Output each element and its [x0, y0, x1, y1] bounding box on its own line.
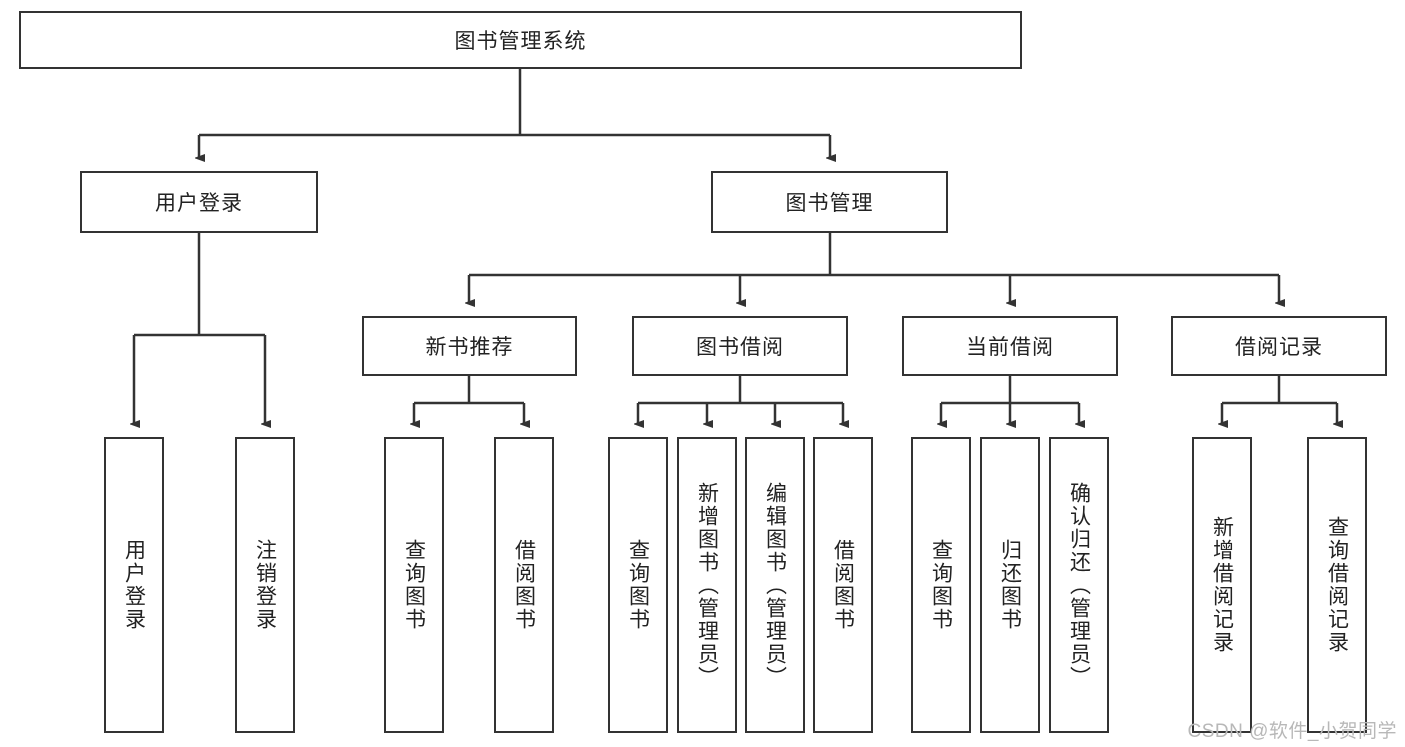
node-leaf-query-book-3[interactable]: 查询图书 [911, 437, 971, 733]
node-user-login-label: 用户登录 [155, 192, 243, 215]
node-leaf-query-book-1-label: 查询图书 [402, 539, 426, 631]
node-leaf-query-book-1[interactable]: 查询图书 [384, 437, 444, 733]
node-leaf-add-book[interactable]: 新增图书（管理员） [677, 437, 737, 733]
node-leaf-user-login-label: 用户登录 [122, 539, 146, 631]
node-leaf-edit-book[interactable]: 编辑图书（管理员） [745, 437, 805, 733]
node-root-label: 图书管理系统 [454, 30, 587, 53]
node-leaf-user-login[interactable]: 用户登录 [104, 437, 164, 733]
node-leaf-logout-login-label: 注销登录 [253, 539, 277, 631]
node-book-borrow[interactable]: 图书借阅 [632, 316, 848, 376]
node-current-borrow[interactable]: 当前借阅 [902, 316, 1118, 376]
node-leaf-return-book[interactable]: 归还图书 [980, 437, 1040, 733]
node-borrow-record[interactable]: 借阅记录 [1171, 316, 1387, 376]
node-leaf-add-record[interactable]: 新增借阅记录 [1192, 437, 1252, 733]
node-current-borrow-label: 当前借阅 [966, 336, 1054, 359]
node-leaf-add-book-label: 新增图书（管理员） [695, 481, 719, 689]
node-book-manage[interactable]: 图书管理 [711, 171, 948, 233]
node-leaf-borrow-book-2[interactable]: 借阅图书 [813, 437, 873, 733]
node-leaf-query-book-2-label: 查询图书 [626, 539, 650, 631]
watermark-text: CSDN @软件_小贺同学 [1187, 721, 1397, 742]
node-leaf-query-record-label: 查询借阅记录 [1325, 516, 1349, 654]
node-leaf-confirm-return[interactable]: 确认归还（管理员） [1049, 437, 1109, 733]
node-leaf-query-book-2[interactable]: 查询图书 [608, 437, 668, 733]
node-borrow-record-label: 借阅记录 [1235, 336, 1323, 359]
node-new-book-recommend[interactable]: 新书推荐 [362, 316, 577, 376]
node-book-borrow-label: 图书借阅 [696, 336, 784, 359]
node-user-login[interactable]: 用户登录 [80, 171, 318, 233]
node-leaf-add-record-label: 新增借阅记录 [1210, 516, 1234, 654]
node-leaf-query-book-3-label: 查询图书 [929, 539, 953, 631]
node-book-manage-label: 图书管理 [785, 192, 874, 215]
node-leaf-borrow-book-2-label: 借阅图书 [831, 539, 855, 631]
node-leaf-return-book-label: 归还图书 [998, 539, 1022, 631]
node-leaf-borrow-book-1[interactable]: 借阅图书 [494, 437, 554, 733]
node-leaf-edit-book-label: 编辑图书（管理员） [763, 481, 787, 689]
node-new-book-recommend-label: 新书推荐 [425, 336, 514, 359]
node-leaf-borrow-book-1-label: 借阅图书 [512, 539, 536, 631]
node-leaf-query-record[interactable]: 查询借阅记录 [1307, 437, 1367, 733]
node-root[interactable]: 图书管理系统 [19, 11, 1022, 69]
node-leaf-logout-login[interactable]: 注销登录 [235, 437, 295, 733]
node-leaf-confirm-return-label: 确认归还（管理员） [1067, 481, 1091, 689]
